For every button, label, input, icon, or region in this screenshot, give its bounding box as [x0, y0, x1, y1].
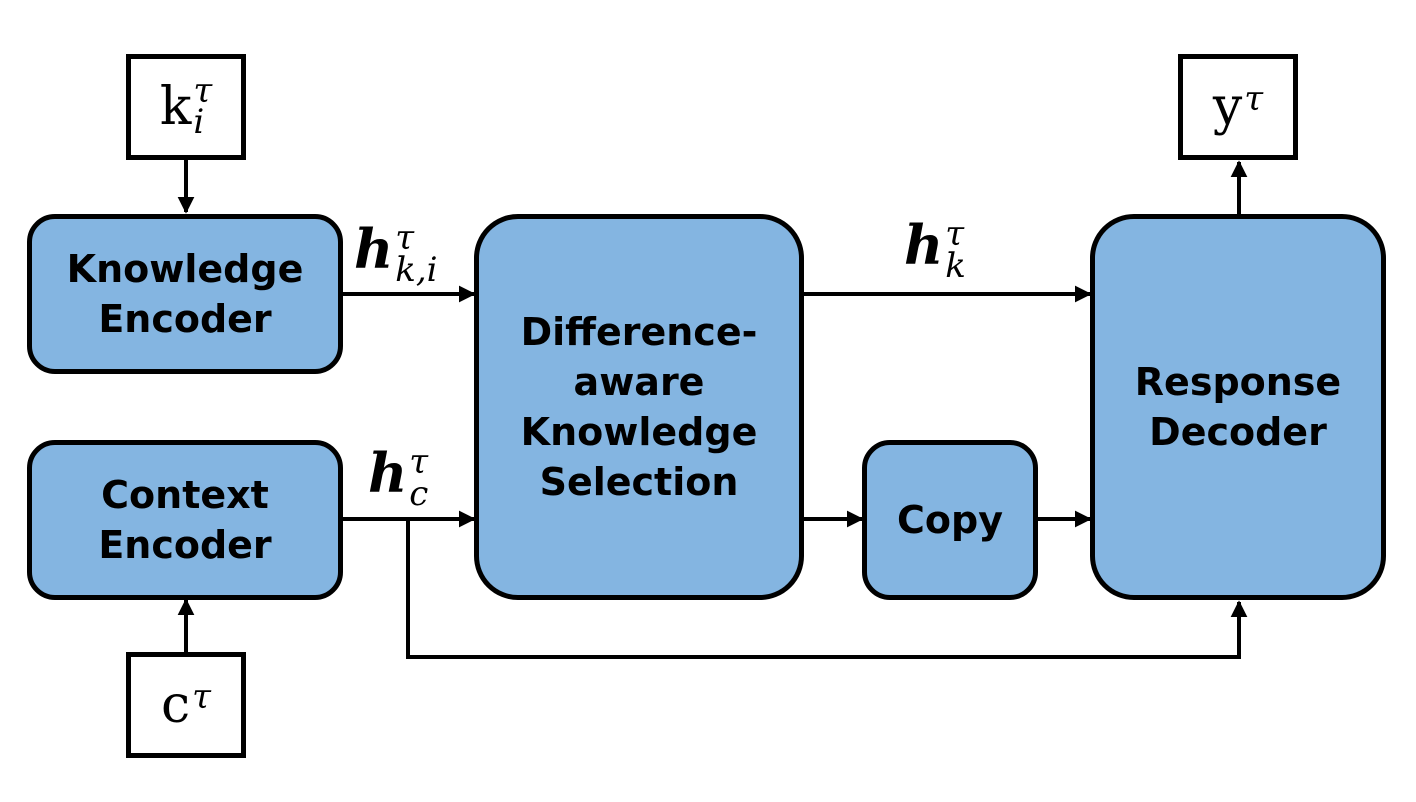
output-sup: τ: [1244, 79, 1264, 119]
edge-label-h-c: h τ c: [368, 441, 429, 515]
knowledge-input-scripts: τ i: [193, 71, 213, 142]
selection-line-4: Selection: [539, 460, 739, 505]
output-base: y: [1212, 77, 1243, 137]
copy-label: Copy: [897, 497, 1003, 542]
context-encoder-line-2: Encoder: [98, 523, 272, 567]
arrow-context-bypass-to-decoder: [406, 519, 1248, 659]
context-input-base: c: [161, 675, 191, 735]
h-k-base: h: [904, 213, 944, 277]
copy-module: Copy: [862, 440, 1038, 600]
knowledge-encoder-line-1: Knowledge: [66, 246, 304, 291]
output-box: y τ: [1178, 54, 1298, 160]
h-c-sub: c: [409, 474, 429, 515]
context-input-sup: τ: [192, 677, 211, 717]
decoder-line-2: Decoder: [1149, 410, 1327, 454]
context-encoder-line-1: Context: [101, 472, 269, 517]
h-c-sup: τ: [409, 442, 429, 482]
knowledge-encoder-module: Knowledge Encoder: [27, 214, 343, 374]
selection-line-3: Knowledge: [520, 410, 758, 454]
edge-label-h-ki: h τ k,i: [354, 217, 438, 291]
edge-label-h-k: h τ k: [904, 213, 966, 287]
context-encoder-module: Context Encoder: [27, 440, 343, 600]
knowledge-input-base: k: [159, 77, 192, 137]
selection-line-2: aware: [573, 359, 705, 404]
knowledge-encoder-line-2: Encoder: [98, 297, 272, 341]
knowledge-input-sub: i: [193, 102, 205, 142]
selection-line-1: Difference-: [520, 309, 758, 354]
response-decoder-module: Response Decoder: [1090, 214, 1386, 600]
h-ki-base: h: [354, 217, 394, 281]
h-c-base: h: [368, 441, 408, 505]
context-input-box: c τ: [126, 652, 246, 758]
h-ki-sup: τ: [395, 218, 415, 258]
h-k-sup: τ: [945, 214, 965, 254]
h-ki-scripts: τ k,i: [395, 218, 438, 291]
knowledge-input-box: k τ i: [126, 54, 246, 160]
knowledge-input-sup: τ: [193, 71, 213, 112]
knowledge-selection-module: Difference- aware Knowledge Selection: [474, 214, 804, 600]
h-ki-sub: k,i: [395, 250, 438, 291]
h-c-scripts: τ c: [409, 442, 429, 515]
h-k-sub: k: [945, 246, 966, 287]
decoder-line-1: Response: [1134, 359, 1342, 404]
h-k-scripts: τ k: [945, 214, 966, 287]
